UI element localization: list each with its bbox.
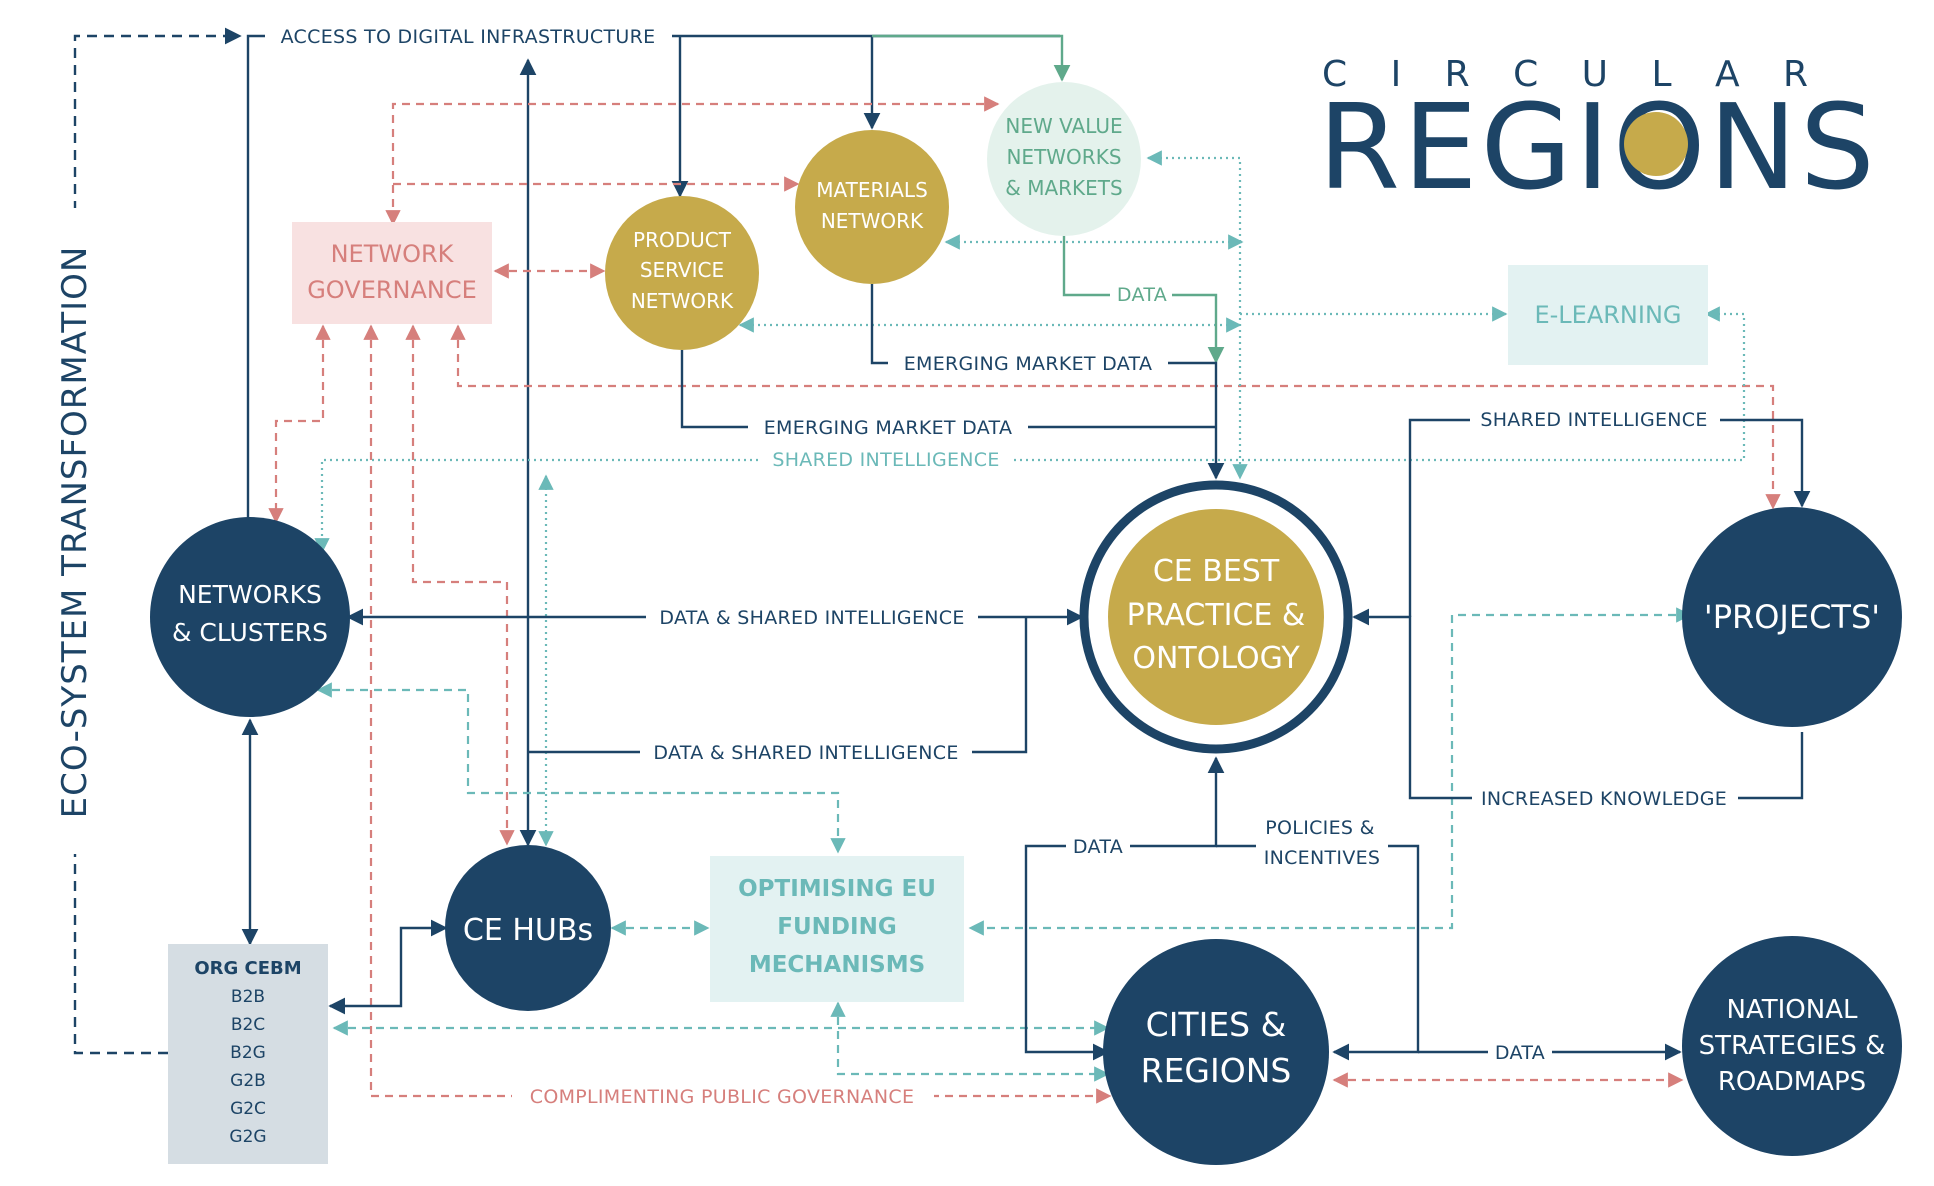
nodes: NETWORK GOVERNANCE PRODUCT SERVICE NETWO… <box>150 82 1902 1165</box>
governance-clusters-link <box>268 324 331 524</box>
access-to-newvalue-arrow <box>872 34 1071 82</box>
newvalue-dotted-link <box>1146 150 1248 480</box>
ce-hubs-node <box>445 845 611 1011</box>
emerging-label-2: EMERGING MARKET DATA <box>764 417 1013 439</box>
org-cebm-g2c: G2C <box>230 1099 266 1119</box>
e-learning-box <box>1508 265 1708 365</box>
org-cebm-box <box>168 944 328 1164</box>
product-emerging-line <box>680 350 1216 429</box>
data-mid-label: DATA <box>1073 836 1123 858</box>
optimising-box <box>710 856 964 1002</box>
projects-increased-navy <box>1352 608 1804 800</box>
edge-labels: ACCESS TO DIGITAL INFRASTRUCTURE DATA EM… <box>266 20 1738 1111</box>
increased-knowledge-label: INCREASED KNOWLEDGE <box>1481 788 1727 810</box>
product-line-1: PRODUCT <box>633 228 732 252</box>
cities-regions-node <box>1103 939 1329 1165</box>
product-line-3: NETWORK <box>631 289 734 313</box>
logo-bottom-text: REGIONS <box>1318 78 1878 216</box>
national-line-2: STRATEGIES & <box>1699 1031 1886 1061</box>
data-right-label: DATA <box>1495 1042 1545 1064</box>
policies-label-1: POLICIES & <box>1265 817 1374 839</box>
ce-hubs-text: CE HUBs <box>463 913 593 948</box>
org-cebm-title: ORG CEBM <box>194 958 301 979</box>
optimising-line-3: MECHANISMS <box>749 952 925 978</box>
emerging-label-1: EMERGING MARKET DATA <box>904 353 1153 375</box>
network-governance-box <box>292 222 492 324</box>
ce-best-node <box>1108 509 1324 725</box>
national-line-1: NATIONAL <box>1727 995 1858 1025</box>
materials-node <box>795 130 949 284</box>
materials-line-1: MATERIALS <box>816 178 928 202</box>
product-service-node <box>605 196 759 350</box>
optimising-cities-dashed <box>830 1001 1110 1082</box>
shared-navy-label: SHARED INTELLIGENCE <box>1480 409 1707 431</box>
clusters-optimising-dashed <box>316 682 846 854</box>
ce-best-line-2: PRACTICE & <box>1127 598 1306 633</box>
new-value-line-3: & MARKETS <box>1005 176 1122 200</box>
org-cebm-b2b: B2B <box>231 987 265 1007</box>
ce-best-line-3: ONTOLOGY <box>1132 641 1300 676</box>
e-learning-text: E-LEARNING <box>1534 301 1681 329</box>
national-line-3: ROADMAPS <box>1718 1067 1866 1097</box>
logo-top-text: C I R C U L A R <box>1322 54 1824 95</box>
networks-clusters-line-2: & CLUSTERS <box>172 618 328 647</box>
complimenting-label: COMPLIMENTING PUBLIC GOVERNANCE <box>530 1086 915 1108</box>
org-cebm-b2g: B2G <box>230 1043 266 1063</box>
policies-label-2: INCENTIVES <box>1264 847 1381 869</box>
access-label: ACCESS TO DIGITAL INFRASTRUCTURE <box>281 26 656 48</box>
networks-clusters-line-1: NETWORKS <box>178 580 322 609</box>
shared-teal-label: SHARED INTELLIGENCE <box>772 449 999 471</box>
data-shared-label-2: DATA & SHARED INTELLIGENCE <box>653 742 958 764</box>
new-value-line-2: NETWORKS <box>1006 145 1121 169</box>
optimising-line-1: OPTIMISING EU <box>738 876 936 902</box>
national-node <box>1682 936 1902 1156</box>
governance-hubs-link <box>405 324 515 846</box>
ce-best-line-1: CE BEST <box>1153 554 1280 589</box>
projects-text: 'PROJECTS' <box>1704 598 1880 636</box>
optimising-line-2: FUNDING <box>777 914 896 940</box>
product-line-2: SERVICE <box>640 258 724 282</box>
shared-intelligence-dotted <box>314 306 1746 554</box>
logo-gold-dot <box>1624 112 1688 176</box>
network-governance-line-2: GOVERNANCE <box>307 276 477 304</box>
access-left-line <box>246 34 265 518</box>
new-value-line-1: NEW VALUE <box>1005 114 1122 138</box>
org-cebm-g2b: G2B <box>230 1071 266 1091</box>
governance-top-loop <box>385 96 1000 226</box>
data-shared-label-1: DATA & SHARED INTELLIGENCE <box>659 607 964 629</box>
circular-regions-logo: C I R C U L A R REGIONS <box>1318 54 1878 216</box>
cities-line-1: CITIES & <box>1146 1005 1287 1044</box>
org-cebm-b2c: B2C <box>231 1015 265 1035</box>
org-hubs-link <box>328 919 448 1015</box>
projects-node <box>1682 507 1902 727</box>
networks-clusters-node <box>150 517 350 717</box>
materials-line-2: NETWORK <box>821 209 924 233</box>
cities-line-2: REGIONS <box>1141 1051 1292 1090</box>
hubs-best-data-shared <box>528 617 1028 754</box>
eco-system-label: ECO-SYSTEM TRANSFORMATION <box>55 246 95 819</box>
data-top-label: DATA <box>1117 284 1167 306</box>
org-cebm-g2g: G2G <box>229 1127 266 1147</box>
network-governance-line-1: NETWORK <box>331 240 455 268</box>
cities-best-data-loop <box>1024 756 1225 1061</box>
new-value-node <box>987 82 1141 236</box>
